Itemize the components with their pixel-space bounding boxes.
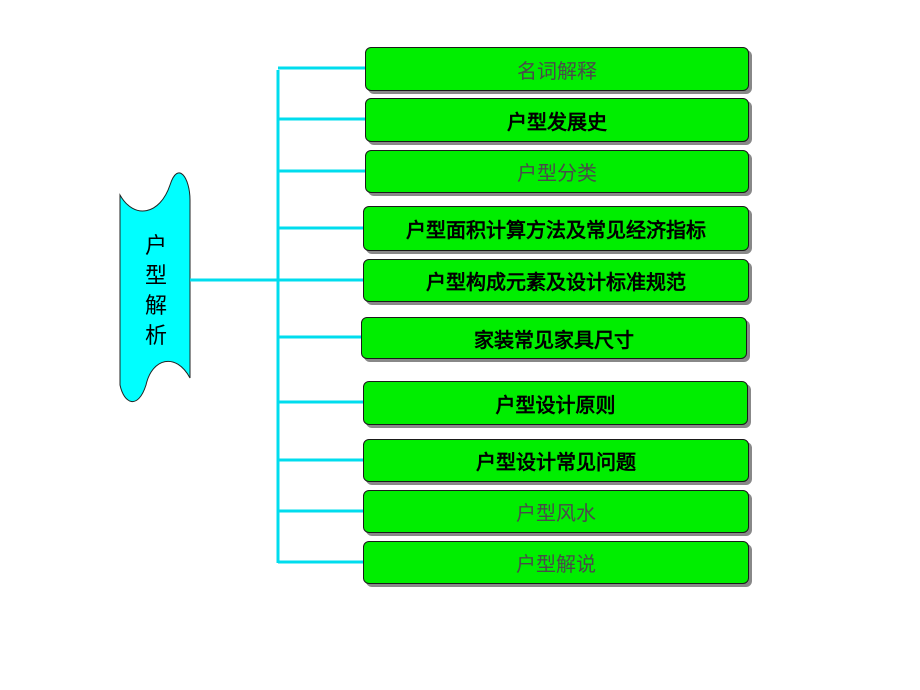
child-node-label: 户型设计原则 bbox=[495, 392, 616, 417]
child-node-label: 户型面积计算方法及常见经济指标 bbox=[406, 218, 706, 242]
child-node-label: 户型分类 bbox=[517, 161, 597, 185]
root-label-char: 型 bbox=[144, 264, 167, 289]
child-node-label: 户型发展史 bbox=[507, 109, 607, 134]
child-node: 户型分类 bbox=[365, 150, 749, 193]
child-node: 家装常见家具尺寸 bbox=[361, 317, 747, 359]
child-node: 户型设计常见问题 bbox=[363, 439, 749, 482]
child-node: 名词解释 bbox=[365, 47, 749, 91]
child-node-label: 名词解释 bbox=[517, 58, 597, 83]
child-node-label: 户型设计常见问题 bbox=[476, 450, 636, 474]
root-label-text: 户型解析 bbox=[128, 232, 184, 352]
child-node-label: 户型构成元素及设计标准规范 bbox=[426, 270, 686, 294]
child-node: 户型发展史 bbox=[365, 98, 749, 142]
root-node-label: 户型解析 bbox=[128, 232, 184, 352]
child-node: 户型构成元素及设计标准规范 bbox=[363, 259, 749, 302]
child-node: 户型解说 bbox=[363, 541, 749, 584]
child-node-label: 户型风水 bbox=[516, 501, 596, 525]
child-node: 户型面积计算方法及常见经济指标 bbox=[363, 206, 749, 251]
child-node-label: 家装常见家具尺寸 bbox=[474, 327, 634, 352]
child-node-label: 户型解说 bbox=[516, 552, 596, 576]
root-label-char: 析 bbox=[144, 324, 167, 349]
root-scroll-shape bbox=[119, 172, 191, 402]
child-node: 户型设计原则 bbox=[363, 381, 748, 425]
child-node: 户型风水 bbox=[363, 490, 749, 533]
root-label-char: 户 bbox=[144, 234, 167, 259]
root-label-char: 解 bbox=[144, 294, 167, 319]
